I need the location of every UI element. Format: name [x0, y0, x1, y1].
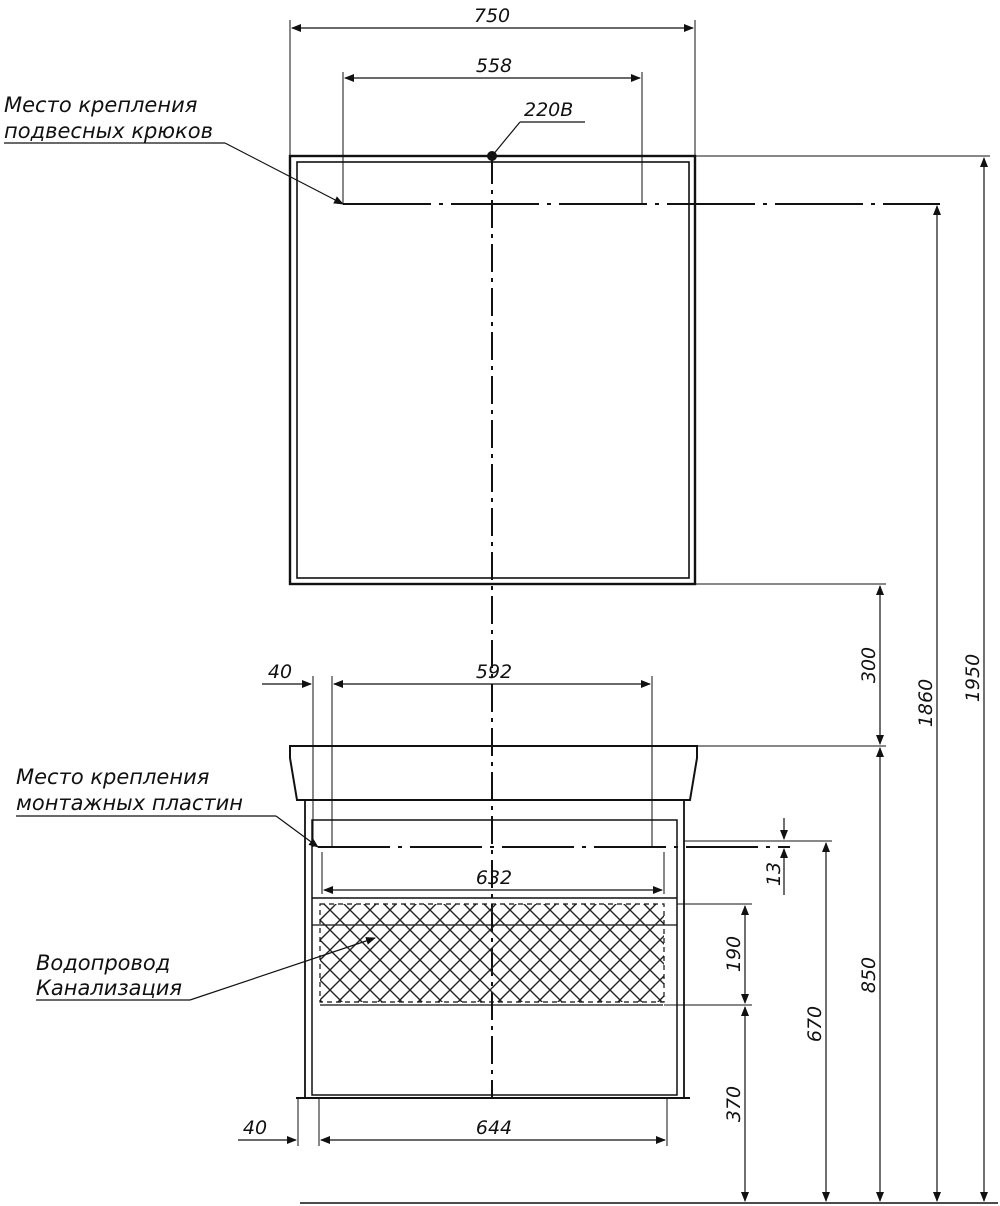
- basin: [289, 745, 698, 801]
- dim-cabinet-width: 40 644: [238, 1098, 668, 1146]
- dim-cabinet-offset-bottom-label: 40: [243, 1117, 267, 1139]
- note-hooks: Место крепления подвесных крюков: [4, 93, 344, 205]
- dim-pipe-to-floor-label: 370: [723, 1086, 745, 1122]
- pipe-zone: [319, 903, 665, 1003]
- note-hooks-line1: Место крепления: [4, 93, 197, 117]
- note-hooks-line2: подвесных крюков: [4, 119, 213, 143]
- dim-basin-to-floor-label: 850: [858, 957, 880, 993]
- extension-lines: [664, 155, 990, 1006]
- dim-pipe-zone: 190: [723, 905, 749, 1004]
- dim-cabinet-inner: 632: [321, 852, 665, 894]
- dim-plate-to-floor: 670: [804, 842, 830, 1202]
- note-plates-line1: Место крепления: [16, 765, 209, 789]
- dim-mirror-gap: 300: [858, 585, 884, 745]
- dim-cabinet-inner-label: 632: [476, 867, 512, 889]
- note-plates-line2: монтажных пластин: [16, 791, 243, 815]
- outlet-label: 220В: [524, 99, 573, 121]
- dim-hooks-to-floor: 1860: [915, 205, 941, 1202]
- dim-total-height-label: 1950: [962, 654, 984, 702]
- dim-mirror-width: 750: [289, 5, 696, 156]
- outlet-callout: 220В: [491, 99, 585, 157]
- dim-basin-plate: 40 592: [262, 661, 653, 847]
- note-pipes-line2: Канализация: [36, 976, 182, 1000]
- dim-cabinet-width-label: 644: [476, 1117, 512, 1139]
- note-pipes: Водопровод Канализация: [36, 937, 376, 1001]
- dim-pipe-to-floor: 370: [723, 1006, 749, 1202]
- dim-plate-height-label: 13: [763, 862, 785, 886]
- dim-mirror-width-label: 750: [474, 5, 510, 27]
- dim-total-height: 1950: [962, 157, 988, 1202]
- dim-hook-spacing: 558: [342, 55, 643, 204]
- note-plates: Место крепления монтажных пластин: [16, 765, 319, 848]
- dim-pipe-zone-label: 190: [723, 936, 745, 972]
- dim-plate-to-floor-label: 670: [804, 1006, 826, 1042]
- dim-mirror-gap-label: 300: [858, 647, 880, 683]
- dim-basin-offset-top-label: 40: [268, 661, 292, 683]
- dim-plate-height: 13: [763, 818, 788, 895]
- dim-hook-spacing-label: 558: [476, 55, 512, 77]
- note-pipes-line1: Водопровод: [36, 951, 170, 975]
- dim-basin-to-floor: 850: [858, 747, 884, 1202]
- dim-basin-plate-span-label: 592: [476, 661, 512, 683]
- dim-hooks-to-floor-label: 1860: [915, 679, 937, 727]
